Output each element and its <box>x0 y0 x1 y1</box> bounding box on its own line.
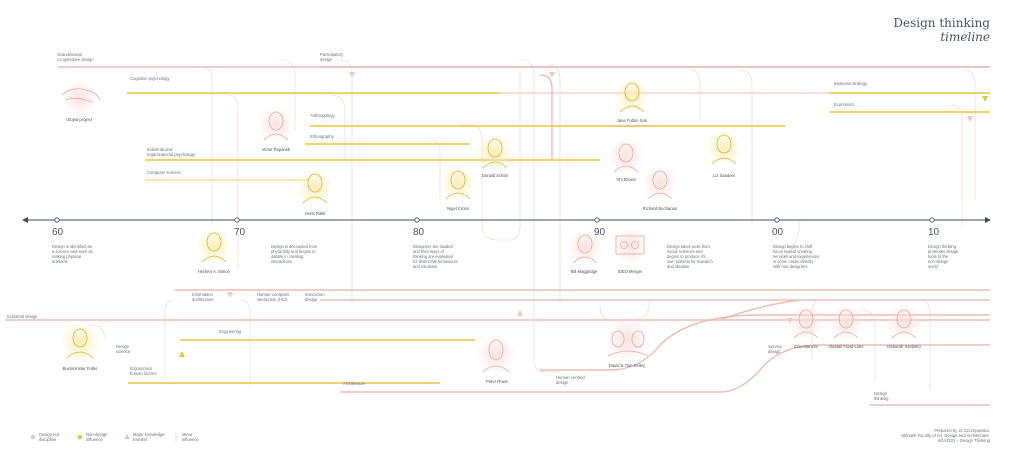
legend-major-label: Major knowledge transfer <box>133 432 166 442</box>
legend-design-led-label: Design-led discipline <box>39 432 60 442</box>
person-papanek: Victor Papanek <box>262 147 291 152</box>
person-simon: Herbert A. Simon <box>198 269 231 274</box>
major-transfer-markers <box>179 72 988 357</box>
person-brown: Tim Brown <box>616 177 637 182</box>
credits: Prepared by Jo Szczepanska Monash Facult… <box>902 428 991 443</box>
discipline-human-centred-design: Human-centred design <box>556 375 586 385</box>
title-line-1: Design thinking <box>893 16 990 30</box>
person-utopia-project: Utopia project <box>66 117 93 122</box>
portrait-simon <box>196 228 232 264</box>
decade-label-90: 90 <box>594 227 606 238</box>
legend-design-led-marker <box>30 434 36 440</box>
portrait-fuller <box>60 322 100 362</box>
portrait-brown <box>608 138 644 174</box>
decade-label-00: 00 <box>772 227 784 238</box>
annotation-00s: Design begins to shift focus toward crea… <box>773 244 821 269</box>
non-design-lines <box>127 92 990 384</box>
portrait-buchanan <box>642 165 678 201</box>
portrait-rittel <box>297 169 333 205</box>
decade-label-10: 10 <box>928 227 940 238</box>
person-rittel: Horst Rittel <box>305 211 326 216</box>
design-led-lines <box>5 66 990 406</box>
legend-major-marker <box>124 434 130 439</box>
legend-minor-label: Minor influence <box>182 432 199 442</box>
annotation-60s: Design is identified as a science and se… <box>52 244 94 264</box>
discipline-ethnography: Ethnography <box>310 134 335 139</box>
portrait-sanders <box>706 130 742 166</box>
discipline-scandinavian: Scandinavian co-operative design <box>57 52 94 62</box>
discipline-computer-science: Computer science <box>147 170 181 175</box>
discipline-industrial-design: Industrial design <box>7 314 38 319</box>
decade-label-60: 60 <box>52 227 64 238</box>
person-manzini: Ezio Manzini <box>794 344 818 349</box>
discipline-information-architecture: Information architecture <box>192 292 215 302</box>
person-schon: Donald Schön <box>482 173 509 178</box>
discipline-architecture: Architecture <box>343 381 366 386</box>
annotation-90s: Design takes tools from social sciences … <box>667 244 714 269</box>
discipline-anthropology: Anthropology <box>310 113 336 118</box>
person-fuad-luke: Alastair Fuad-Luke <box>828 344 864 349</box>
portrait-papanek <box>258 106 294 142</box>
annotation-70s: Design is decoupled from physicality and… <box>271 244 318 264</box>
portrait-cross <box>440 165 476 201</box>
person-buchanan: Richard Buchanan <box>643 206 678 211</box>
discipline-industrial-org-psychology: Industrial and organizational psychology <box>147 147 196 157</box>
portrait-schon <box>477 134 513 170</box>
discipline-interaction-design: Interaction design <box>305 292 326 302</box>
discipline-design-science: Design science <box>116 344 131 354</box>
decade-label-70: 70 <box>234 227 246 238</box>
discipline-hci: Human-computer interaction (HCI) <box>257 292 291 302</box>
portrait-suri <box>614 78 650 114</box>
portrait-kelley <box>606 318 650 362</box>
legend: Design-led discipline Non-design influen… <box>30 432 199 442</box>
portrait-moggridge <box>567 229 603 265</box>
person-fuller: Buckminster Fuller <box>63 366 98 371</box>
portrait-manzini <box>788 304 824 340</box>
ideo-merger-illustration <box>612 228 648 264</box>
portrait-rowe <box>476 334 516 374</box>
person-kelley: David & Tom Kelley <box>609 363 646 368</box>
portrait-fuad-luke <box>828 304 864 340</box>
person-sanders: Liz Sanders <box>713 173 735 178</box>
time-axis <box>22 217 991 223</box>
discipline-participatory: Participatory design <box>320 52 344 62</box>
utopia-project-illustration <box>61 80 101 116</box>
title-line-2: timeline <box>940 30 990 44</box>
discipline-engineering: Engineering <box>219 329 242 334</box>
discipline-service-design: Service design <box>768 344 783 354</box>
annotation-10s: Design thinking promotes design tools to… <box>928 244 959 269</box>
ideo-merger-label: IDEO Merger <box>618 269 643 274</box>
portrait-szebeko <box>886 304 922 340</box>
discipline-business-strategy: Business strategy <box>834 81 868 86</box>
person-cross: Nigel Cross <box>447 206 469 211</box>
person-szebeko: Deborah Szebeko <box>887 344 921 349</box>
decade-label-80: 80 <box>413 227 425 238</box>
person-suri: Jane Fulton Suri <box>617 118 648 123</box>
discipline-design-thinking: Design thinking <box>874 391 889 401</box>
person-moggridge: Bill Moggridge <box>571 269 598 274</box>
legend-non-design-label: Non-design influence <box>86 432 109 442</box>
person-rowe: Peter Rowe <box>486 379 509 384</box>
discipline-cognitive-psychology: Cognitive psychology <box>130 76 170 81</box>
discipline-ergonomics: Ergonomics human factors <box>130 366 157 376</box>
annotation-80s: Designers are studied and their ways of … <box>413 244 459 269</box>
discipline-economics: Economics <box>834 102 854 107</box>
legend-non-design-marker <box>77 434 83 440</box>
